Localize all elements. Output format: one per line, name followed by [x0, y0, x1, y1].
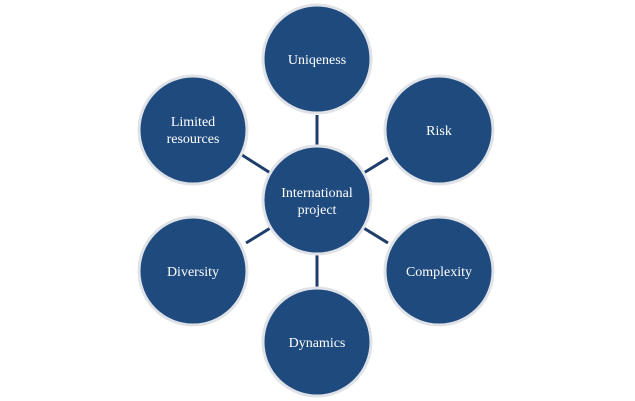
node-risk-label: Risk: [426, 124, 452, 139]
node-uniqueness-label: Uniqeness: [288, 53, 346, 68]
node-limited-resources-label-line2: resources: [167, 132, 220, 147]
connector-top-right: [361, 156, 389, 176]
center-node-label-line2: project: [298, 203, 337, 218]
node-limited-resources: Limited resources: [137, 74, 249, 186]
connector-bottom-right: [361, 225, 389, 245]
center-node-label-line1: International: [281, 186, 353, 201]
node-limited-resources-label-line1: Limited: [171, 115, 215, 130]
node-complexity-label: Complexity: [406, 265, 472, 280]
node-diversity: Diversity: [137, 215, 249, 327]
node-risk: Risk: [383, 74, 495, 186]
connector-bottom-left: [245, 225, 273, 245]
node-diversity-label: Diversity: [167, 265, 219, 280]
connector-top-left: [241, 153, 273, 176]
node-complexity: Complexity: [383, 215, 495, 327]
node-dynamics: Dynamics: [261, 286, 373, 398]
node-uniqueness: Uniqeness: [261, 3, 373, 115]
center-node: International project: [261, 144, 373, 256]
connectors: [241, 115, 389, 289]
node-dynamics-label: Dynamics: [289, 336, 346, 351]
